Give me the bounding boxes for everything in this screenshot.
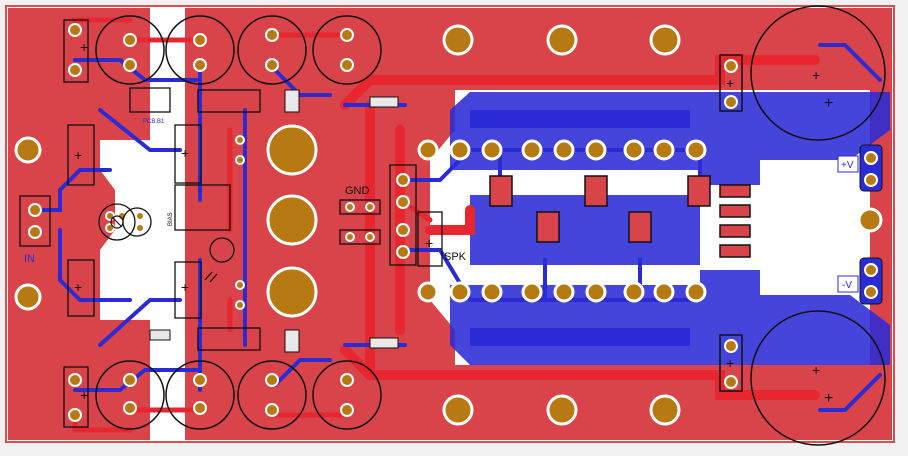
pcb-text-label: PCB.B1 — [143, 119, 165, 125]
mounting-hole-icon — [14, 24, 883, 426]
plus-mark: + — [74, 279, 82, 295]
positive-supply-label: +V — [841, 160, 854, 171]
speaker-label: SPK — [444, 251, 467, 263]
smd-parts — [149, 89, 399, 353]
plus-mark: + — [80, 387, 88, 403]
filter-capacitors — [750, 5, 886, 446]
plus-mark: + — [726, 75, 734, 91]
polarity-marks: + + + + + + + + + + + + + — [74, 39, 833, 407]
bottom-copper-bus-upper — [470, 110, 690, 128]
signal-component-pads — [28, 23, 410, 422]
transistor-pads-lower — [417, 281, 707, 303]
plus-mark: + — [812, 67, 820, 83]
input-label: IN — [24, 253, 35, 265]
plus-mark: + — [824, 390, 833, 407]
plus-mark: + — [181, 279, 189, 295]
capacitors-bottom-row — [95, 360, 382, 430]
bottom-copper-bus-lower — [470, 328, 690, 346]
trimmer-pot-icon — [110, 215, 124, 229]
led-icon — [204, 271, 218, 283]
plus-mark: + — [824, 95, 833, 112]
plus-mark: + — [812, 362, 820, 378]
bias-label: BIAS — [168, 212, 174, 226]
capacitors-top-row — [95, 15, 382, 85]
silkscreen-outlines — [19, 19, 443, 428]
negative-supply-label: -V — [842, 280, 852, 291]
plus-mark: + — [726, 355, 734, 371]
plus-mark: + — [181, 145, 189, 161]
ground-label: GND — [345, 185, 370, 197]
supply-terminals — [719, 54, 883, 392]
emitter-resistors — [489, 175, 751, 258]
plus-mark: + — [425, 235, 433, 251]
plus-mark: + — [80, 39, 88, 55]
transistor-pads-upper — [417, 139, 707, 161]
supply-bay — [760, 175, 870, 280]
plus-mark: + — [74, 147, 82, 163]
